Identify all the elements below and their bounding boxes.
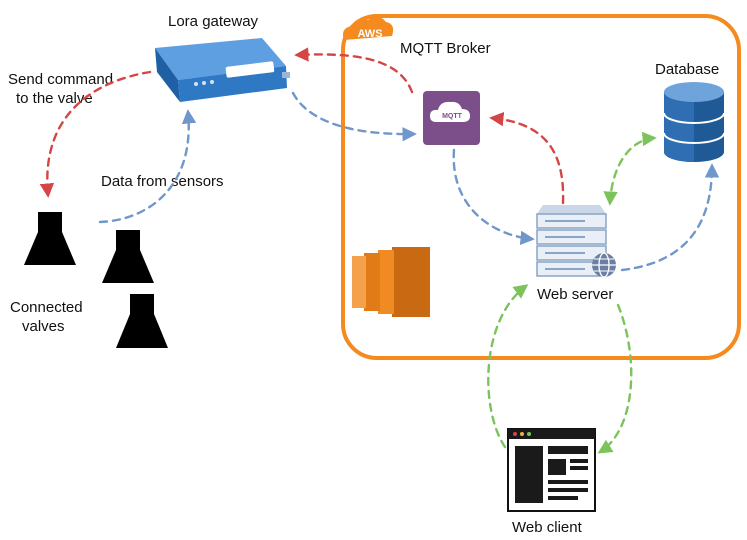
aws-cloud-boundary: [341, 14, 741, 360]
mqtt-icon-text: MQTT: [442, 113, 463, 120]
send-command-line-1: Send command: [8, 71, 113, 88]
mqtt-broker-label: MQTT Broker: [400, 40, 491, 57]
valve-icon: [24, 212, 76, 265]
data-arrow-broker-to-server: [452, 148, 535, 246]
data-arrow-gateway-to-broker: [291, 91, 417, 142]
command-arrow-server-to-broker: [489, 111, 565, 205]
data-arrow-valve-to-gateway: [98, 109, 197, 224]
lora-gateway-label: Lora gateway: [168, 13, 259, 30]
web-arrow-server-to-client: [597, 303, 633, 454]
data-from-sensors-label: Data from sensors: [101, 173, 224, 190]
valve-icon: [102, 230, 154, 283]
send-command-line-2: to the valve: [16, 90, 93, 107]
globe-icon: [592, 252, 616, 278]
web-server-label: Web server: [537, 286, 613, 303]
connected-valves-line-2: valves: [22, 318, 65, 335]
aws-label: AWS: [357, 28, 382, 40]
database-label: Database: [655, 61, 719, 78]
web-arrow-client-to-server: [487, 284, 529, 449]
server-rack-icon: [536, 205, 607, 277]
ec2-compute-icon: [352, 247, 430, 317]
database-cylinder-icon: [663, 82, 725, 162]
lora-gateway-device-icon: [155, 38, 290, 102]
web-arrow-server-database: [603, 131, 657, 206]
valve-icon: [116, 294, 168, 348]
command-arrow-broker-to-gateway: [294, 47, 414, 94]
data-arrow-server-to-database: [620, 163, 720, 272]
send-command-label: Send command to the valve: [8, 71, 117, 107]
browser-window-icon: [507, 428, 596, 512]
connected-valves-label: Connected valves: [10, 299, 87, 335]
aws-cloud-icon: AWS: [343, 16, 394, 40]
connected-valves-line-1: Connected: [10, 299, 83, 316]
command-arrow-gateway-to-valve: [39, 70, 152, 198]
web-client-label: Web client: [512, 519, 583, 536]
mqtt-cloud-icon: MQTT: [423, 91, 480, 145]
